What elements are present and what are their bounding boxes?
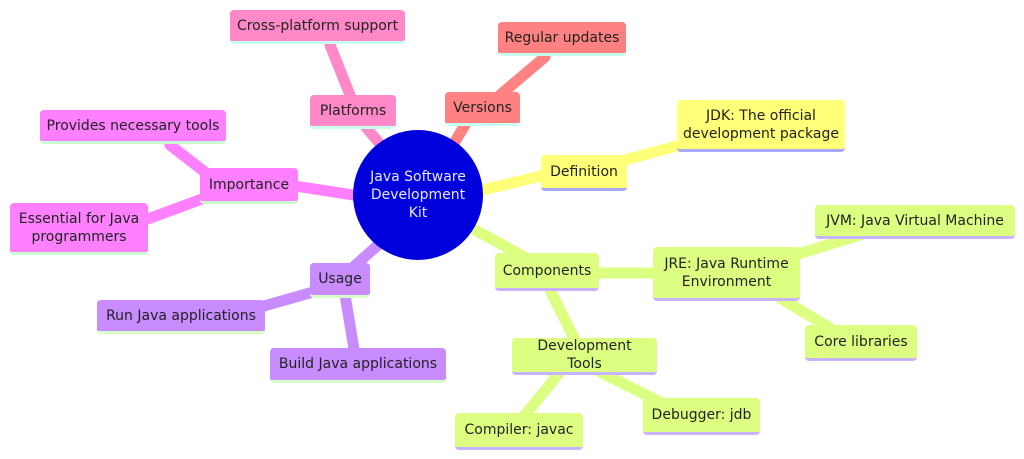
root-label: Java Software Development Kit (370, 169, 466, 221)
edge-devtools-debugger (594, 366, 666, 408)
node-versions: Versions (445, 92, 520, 126)
edge-components-devtools (544, 284, 581, 346)
node-importance: Importance (200, 168, 298, 204)
edge-root-definition (477, 169, 551, 196)
root-node: Java Software Development Kit (353, 130, 483, 260)
edge-devtools-compiler (519, 366, 566, 421)
node-platforms: Platforms (310, 95, 396, 129)
node-jre: JRE: Java Runtime Environment (653, 247, 800, 301)
edge-jre-core (774, 292, 836, 334)
node-core-libraries: Core libraries (805, 325, 917, 361)
node-cross-platform: Cross-platform support (230, 10, 405, 44)
node-usage: Usage (310, 263, 370, 298)
node-jvm: JVM: Java Virtual Machine (815, 205, 1015, 239)
edge-root-importance (289, 180, 359, 201)
node-compiler: Compiler: javac (455, 413, 583, 450)
node-essential: Essential for Java programmers (10, 203, 148, 255)
node-run-java: Run Java applications (97, 300, 265, 334)
node-definition: Definition (541, 155, 627, 191)
node-components: Components (495, 253, 599, 291)
node-regular-updates: Regular updates (498, 22, 626, 56)
edge-importance-essential (139, 190, 216, 226)
edge-usage-build (339, 289, 361, 361)
node-build-java: Build Java applications (270, 348, 446, 383)
edge-platforms-cross (324, 39, 358, 106)
node-provides-tools: Provides necessary tools (40, 110, 226, 144)
node-debugger: Debugger: jdb (643, 398, 760, 435)
edge-versions-updates (494, 51, 551, 101)
node-development-tools: Development Tools (512, 338, 657, 375)
node-jdk: JDK: The official development package (677, 100, 845, 152)
edge-definition-jdk (619, 139, 686, 166)
